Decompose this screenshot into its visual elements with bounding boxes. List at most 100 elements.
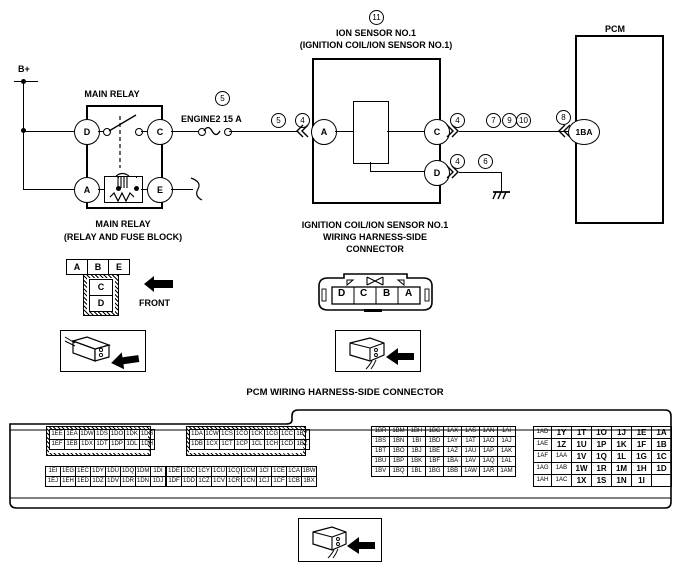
pin-cell[interactable]: 1AE xyxy=(533,438,552,451)
pin-cell[interactable]: 1C xyxy=(651,450,672,463)
pin-cell[interactable]: 1BV xyxy=(371,466,390,477)
relay-terminal-e[interactable]: E xyxy=(147,177,173,203)
pin-cell[interactable]: 1Q xyxy=(591,450,612,463)
pin-cell[interactable]: 1U xyxy=(571,438,592,451)
pin-cell[interactable]: 1DX xyxy=(79,439,95,450)
pin-cell[interactable]: 1DB xyxy=(189,439,205,450)
pin-cell[interactable]: 1CX xyxy=(204,439,220,450)
pin-cell[interactable]: 1AA xyxy=(551,450,572,463)
pin-cell[interactable]: 1DN xyxy=(135,476,151,487)
pin-cell[interactable]: 1BT xyxy=(371,446,390,457)
pin-cell[interactable]: 1D xyxy=(651,462,672,475)
pin-cell[interactable]: 1DA xyxy=(189,429,205,440)
pin-cell[interactable]: 1AH xyxy=(533,474,552,487)
pin-cell[interactable]: 1AI xyxy=(497,426,516,437)
pin-cell[interactable]: 1CA xyxy=(286,466,302,477)
pin-cell[interactable]: 1J xyxy=(611,426,632,439)
pin-cell[interactable]: 1O xyxy=(591,426,612,439)
pin-cell[interactable]: 1AZ xyxy=(443,446,462,457)
pin-cell[interactable]: 1AQ xyxy=(479,456,498,467)
pin-cell[interactable]: 1S xyxy=(591,474,612,487)
pin-cell[interactable]: 1BF xyxy=(425,456,444,467)
pin-cell[interactable]: 1DR xyxy=(120,476,136,487)
ion-sensor-terminal-c[interactable]: C xyxy=(424,119,450,145)
pin-cell[interactable]: 1BU xyxy=(371,456,390,467)
pin-cell[interactable]: 1P xyxy=(591,438,612,451)
pin-cell[interactable]: 1BG xyxy=(425,466,444,477)
ion-sensor-terminal-a[interactable]: A xyxy=(311,119,337,145)
pin-cell[interactable]: 1DO xyxy=(109,429,125,440)
ion-connector-pin-d[interactable]: D xyxy=(338,288,346,299)
pin-cell[interactable]: 1DK xyxy=(124,429,140,440)
pin-cell[interactable]: 1EJ xyxy=(45,476,61,487)
pin-cell[interactable]: 1DL xyxy=(124,439,140,450)
pin-cell[interactable]: 1ED xyxy=(75,476,91,487)
pin-cell[interactable]: 1DS xyxy=(94,429,110,440)
pin-cell[interactable]: 1N xyxy=(611,474,632,487)
pin-cell[interactable]: 1AP xyxy=(479,446,498,457)
pin-cell[interactable]: 1AR xyxy=(479,466,498,477)
pin-cell[interactable]: 1AM xyxy=(497,466,516,477)
pin-cell[interactable]: 1A xyxy=(651,426,672,439)
pin-cell[interactable]: 1AK xyxy=(497,446,516,457)
pin-cell[interactable]: 1DW xyxy=(79,429,95,440)
pin-cell[interactable]: 1BW xyxy=(301,466,317,477)
pin-cell[interactable]: 1W xyxy=(571,462,592,475)
relay-pin-c[interactable]: C xyxy=(89,279,113,296)
pin-cell[interactable]: 1AT xyxy=(461,436,480,447)
pin-cell[interactable]: 1DJ xyxy=(150,476,166,487)
pin-cell[interactable]: 1EF xyxy=(49,439,65,450)
pin-cell[interactable]: 1CI xyxy=(256,466,272,477)
pin-cell[interactable]: 1DD xyxy=(181,476,197,487)
pin-cell[interactable]: 1BO xyxy=(389,446,408,457)
pin-cell[interactable]: 1CZ xyxy=(196,476,212,487)
pin-cell[interactable]: 1I xyxy=(631,474,652,487)
relay-pin-a[interactable]: A xyxy=(66,259,88,275)
pin-cell[interactable]: 1CL xyxy=(249,439,265,450)
pin-cell[interactable]: 1BY xyxy=(294,429,310,440)
pin-cell[interactable]: 1CH xyxy=(264,439,280,450)
pin-cell[interactable]: 1DP xyxy=(109,439,125,450)
pin-cell[interactable]: 1CT xyxy=(219,439,235,450)
pin-cell[interactable]: 1F xyxy=(631,438,652,451)
pin-cell[interactable]: 1CK xyxy=(249,429,265,440)
pin-cell[interactable]: 1Z xyxy=(551,438,572,451)
pin-cell[interactable]: 1DZ xyxy=(90,476,106,487)
pin-cell[interactable]: 1Y xyxy=(551,426,572,439)
pin-cell[interactable]: 1BR xyxy=(371,426,390,437)
relay-pin-b[interactable]: B xyxy=(87,259,109,275)
pin-cell[interactable]: 1CO xyxy=(234,429,250,440)
pin-cell[interactable]: 1G xyxy=(631,450,652,463)
pin-cell[interactable]: 1K xyxy=(611,438,632,451)
pin-cell[interactable]: 1BI xyxy=(407,436,426,447)
pin-cell[interactable]: 1CV xyxy=(211,476,227,487)
pin-cell[interactable]: 1CN xyxy=(241,476,257,487)
pin-cell[interactable]: 1V xyxy=(571,450,592,463)
pin-cell[interactable]: 1BN xyxy=(389,436,408,447)
pin-cell[interactable]: 1CP xyxy=(234,439,250,450)
pin-cell[interactable]: 1EB xyxy=(64,439,80,450)
pin-cell[interactable]: 1BQ xyxy=(389,466,408,477)
pin-cell[interactable]: 1BD xyxy=(425,436,444,447)
pin-cell[interactable]: 1DI xyxy=(150,466,166,477)
pin-cell[interactable]: 1DF xyxy=(166,476,182,487)
pin-cell[interactable]: 1DU xyxy=(105,466,121,477)
pin-cell[interactable]: 1L xyxy=(611,450,632,463)
ion-connector-pin-c[interactable]: C xyxy=(360,288,368,299)
pin-cell[interactable]: 1DG xyxy=(139,429,155,440)
pin-cell[interactable]: 1CB xyxy=(286,476,302,487)
pin-cell[interactable]: 1AL xyxy=(497,456,516,467)
pin-cell[interactable]: 1BB xyxy=(443,466,462,477)
relay-terminal-a[interactable]: A xyxy=(74,177,100,203)
pin-cell[interactable]: 1CY xyxy=(196,466,212,477)
ion-connector-pin-b[interactable]: B xyxy=(383,288,391,299)
pin-cell[interactable]: 1AB xyxy=(551,462,572,475)
pin-cell[interactable]: 1CQ xyxy=(226,466,242,477)
relay-terminal-c[interactable]: C xyxy=(147,119,173,145)
pin-cell[interactable]: 1AU xyxy=(461,446,480,457)
pin-cell[interactable]: 1AS xyxy=(461,426,480,437)
ion-connector-pin-a[interactable]: A xyxy=(405,288,413,299)
pin-cell[interactable]: 1T xyxy=(571,426,592,439)
pin-cell[interactable]: 1CE xyxy=(271,466,287,477)
pin-cell[interactable]: 1AO xyxy=(479,436,498,447)
